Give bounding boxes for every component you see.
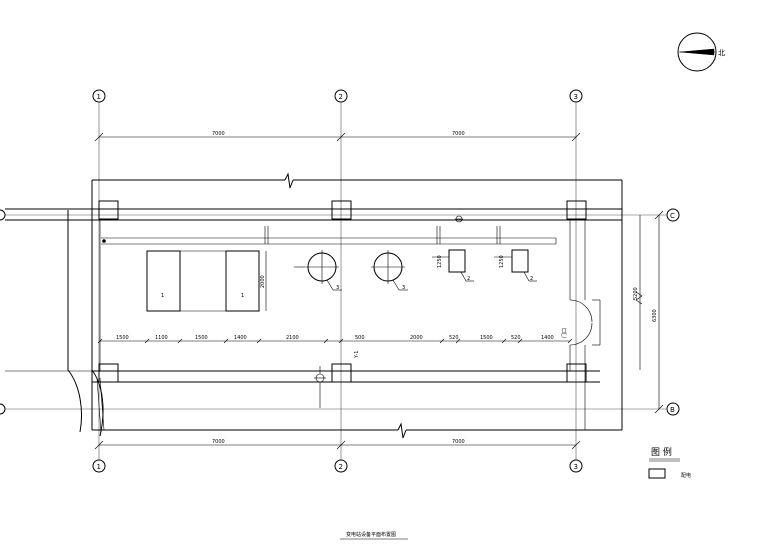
door-note: 门口 (561, 328, 568, 338)
dim-room-depth: 2000 (260, 275, 266, 288)
axis-label-2-bottom: 2 (339, 463, 343, 471)
cabinet-tag-1b: 1 (241, 293, 244, 299)
dim-top-1: 7000 (212, 131, 225, 137)
small-cabinet-tag-a: 2 (467, 276, 470, 282)
axis-label-2-top: 2 (339, 93, 343, 101)
axis-label-3-top: 3 (574, 93, 578, 101)
dim-row-4: 2100 (286, 335, 299, 341)
cable-trench (101, 226, 557, 245)
dim-right-total: 6300 (652, 309, 658, 322)
dim-row-3: 1400 (234, 335, 247, 341)
dim-bottom-1: 7000 (212, 439, 225, 445)
small-cabinet-tag-b: 2 (530, 276, 533, 282)
structural-columns (98, 200, 587, 383)
dim-row-6: 2000 (410, 335, 423, 341)
transformers: 3 3 (294, 215, 463, 291)
dim-top-2: 7000 (452, 131, 465, 137)
dim-row-2: 1500 (195, 335, 208, 341)
small-cabinets: 2 1250 2 1250 (432, 249, 537, 282)
legend-swatch (648, 468, 666, 479)
right-axis-bubbles: C B (0, 208, 680, 416)
row-dimension: 1500 1100 1500 1400 2100 500 2000 520 15… (97, 335, 573, 344)
building-outline (5, 172, 623, 439)
entry-door: 门口 (561, 299, 601, 346)
north-arrow: 北 (677, 32, 725, 72)
axis-label-B: B (670, 406, 675, 414)
dim-right-partial: 5200 (633, 287, 639, 300)
axis-label-3-bottom: 3 (574, 463, 578, 471)
transformer-tag-a: 3 (336, 285, 339, 291)
dim-row-0: 1500 (116, 335, 129, 341)
dim-small-b: 1250 (499, 255, 505, 268)
dim-row-9: 520 (511, 335, 521, 341)
transformer-tag-b: 3 (402, 285, 405, 291)
axis-label-1-bottom: 1 (97, 463, 101, 471)
axis-lines (5, 102, 667, 460)
right-dimensions: 6300 5200 (633, 210, 664, 414)
drawing-title-block: 变电站设备平面布置图 (340, 531, 408, 540)
dim-row-5: 500 (355, 335, 365, 341)
legend-item-label: 配电 (681, 472, 691, 479)
dim-bottom-2: 7000 (452, 439, 465, 445)
bottom-axis-bubbles: 1 2 3 (92, 459, 583, 473)
dim-row-1: 1100 (155, 335, 168, 341)
center-annotations: Y-1 (314, 351, 360, 408)
dim-row-7: 520 (449, 335, 459, 341)
north-label: 北 (718, 49, 725, 57)
cabinet-group-left: 1 1 2000 (146, 250, 267, 312)
axis-label-C: C (670, 212, 675, 220)
bottom-dimension: 7000 7000 (94, 439, 581, 450)
cabinet-tag-1a: 1 (161, 293, 164, 299)
legend-title: 图 例 (651, 446, 672, 458)
center-note: Y-1 (354, 351, 360, 359)
axis-label-1-top: 1 (97, 93, 101, 101)
dim-small-a: 1250 (437, 255, 443, 268)
drawing-title: 变电站设备平面布置图 (346, 531, 396, 538)
dim-row-10: 1400 (541, 335, 554, 341)
legend: 图 例 配电 (648, 446, 691, 479)
dim-row-8: 1500 (480, 335, 493, 341)
top-dimension: 7000 7000 (94, 131, 581, 142)
top-axis-bubbles: 1 2 3 (92, 89, 583, 103)
